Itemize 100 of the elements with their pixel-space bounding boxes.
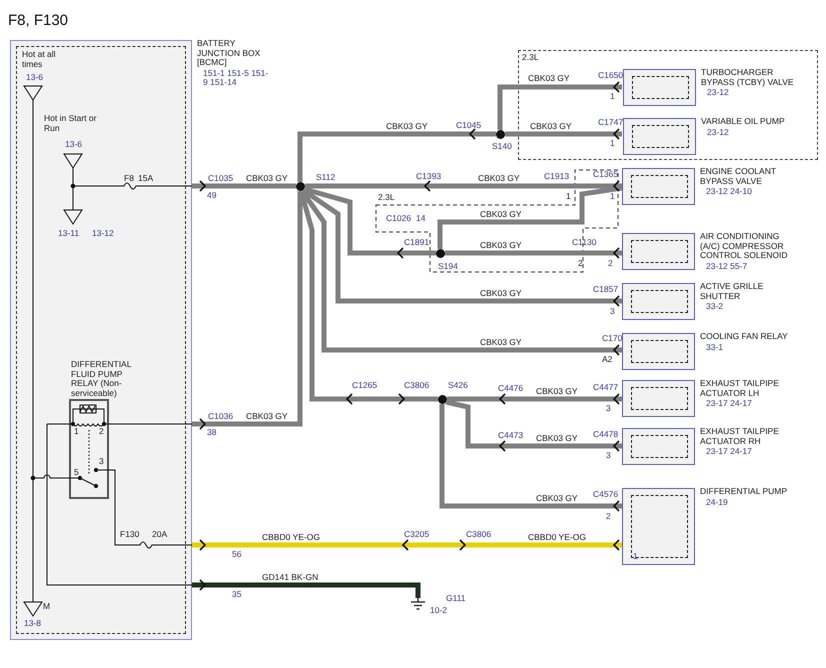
ground-symbol (410, 598, 426, 610)
note-text: Hot at all times (22, 50, 57, 69)
reference-number: 23-12 55-7 (705, 262, 748, 271)
reference-number: 24-19 (705, 498, 729, 507)
pin-number: 35 (232, 590, 242, 600)
reference-number: 23-12 24-10 (705, 187, 753, 196)
wire (192, 184, 296, 188)
connector-id: C1130 (572, 238, 596, 248)
wire-label: CBK03 GY (536, 387, 578, 396)
pin-number: 2 (99, 427, 104, 436)
component-name: ENGINE COOLANT BYPASS VALVE (700, 167, 777, 186)
connector-id: C4576 (593, 490, 618, 500)
pin-number: 5 (74, 468, 79, 478)
wire-label: CBK03 GY (480, 241, 522, 250)
wire-label: GD141 BK-GN (262, 573, 318, 582)
splice-dot (436, 249, 445, 258)
connector-id: C1393 (416, 172, 442, 182)
reference-number: 23-12 (706, 88, 730, 98)
pin-number: 3 (99, 457, 104, 466)
connector-id: C1035 (208, 174, 234, 184)
wire (498, 84, 622, 130)
wire-label: CBK03 GY (246, 174, 288, 184)
pin-number: 14 (416, 214, 426, 224)
pin-number: 49 (207, 191, 216, 200)
option-region (518, 50, 818, 160)
connector-id: C4473 (498, 431, 524, 440)
wire-label: CBK03 GY (536, 434, 578, 444)
component-name: EXHAUST TAILPIPE ACTUATOR LH (700, 379, 780, 398)
splice-label: S112 (316, 173, 336, 182)
pin-number: 1 (610, 192, 615, 202)
wire (305, 180, 622, 192)
pin-number: 2 (578, 259, 583, 268)
fuse-label: F8 (124, 174, 134, 184)
reference-number: 13-8 (24, 619, 42, 628)
connector-id: C1026 (386, 214, 412, 224)
pin-number: 56 (232, 550, 242, 560)
connector-id: C1650 (598, 71, 624, 80)
connector-id: C1265 (352, 381, 378, 390)
ground-label: G111 (446, 594, 466, 604)
component-name: AIR CONDITIONING (A/C) COMPRESSOR CONTROL SOLENOID (700, 232, 789, 260)
wire (303, 186, 436, 259)
wire (440, 404, 622, 508)
wire (192, 539, 622, 551)
connector-id: C1913 (544, 172, 570, 182)
fuse-rating: 15A (138, 174, 154, 184)
wire (438, 186, 622, 249)
component-name: TURBOCHARGER BYPASS (TCBY) VALVE (701, 68, 795, 87)
pin-number: A2 (602, 355, 612, 364)
wire (192, 191, 302, 426)
pin-number: 3 (610, 307, 615, 316)
wire-label: CBK03 GY (386, 122, 428, 132)
wire-label: CBK03 GY (480, 338, 522, 348)
pin-number: 1 (566, 192, 571, 202)
connector-id: C1747 (598, 118, 624, 128)
reference-number: 13-6 (26, 73, 44, 82)
reference-number: 151-1 151-5 151-9 151-14 (202, 68, 269, 88)
connector-id: C4476 (498, 384, 524, 394)
option-label: 2.3L (378, 193, 395, 202)
wire-label: CBBD0 YE-OG (528, 533, 586, 542)
reference-number: 13-12 (92, 229, 114, 238)
component-name: DIFFERENTIAL FLUID PUMP RELAY (Non-serviceable) (71, 360, 132, 398)
reference-number: 23-12 (706, 128, 730, 137)
reference-number: 13-6 (65, 140, 82, 150)
diagram-title: F8, F130 (8, 12, 68, 29)
wire-label: CBK03 GY (478, 174, 520, 184)
connector-id: C170 (602, 334, 622, 344)
wire (505, 132, 622, 136)
ground-label: 10-2 (430, 606, 448, 616)
pin-number: 1 (633, 552, 638, 562)
component-name: EXHAUST TAILPIPE ACTUATOR RH (700, 427, 780, 446)
reference-number: 23-17 24-17 (705, 447, 753, 456)
wire-label: CBK03 GY (246, 412, 288, 422)
connector-id: C4477 (593, 383, 618, 392)
splice-dot (296, 182, 305, 191)
pin-number: 38 (207, 428, 216, 438)
connector-id: C1036 (208, 412, 234, 422)
splice-dot (438, 395, 447, 404)
pin-number: 1 (610, 139, 615, 148)
fuse-rating: 20A (152, 530, 168, 540)
terminal-letter: M (43, 602, 50, 612)
wire-label: CBK03 GY (480, 289, 522, 298)
wire-label: CBK03 GY (530, 122, 572, 132)
wire-label: CBBD0 YE-OG (262, 533, 320, 542)
note-text: Hot in Start or Run (44, 114, 98, 133)
connector-id: C3205 (404, 530, 430, 540)
pin-number: 2 (606, 512, 611, 522)
wire-label: CBK03 GY (528, 74, 570, 84)
wire-label: CBK03 GY (536, 494, 578, 504)
connector-id: C3806 (466, 530, 492, 540)
component-name: COOLING FAN RELAY (700, 332, 789, 342)
wire (445, 400, 622, 452)
fuse-label: F130 (120, 530, 140, 540)
pin-number: 3 (606, 451, 611, 460)
wire (298, 128, 496, 182)
option-label: 2.3L (522, 53, 539, 62)
pin-number: 2 (608, 259, 613, 268)
pin-number: 1 (610, 92, 615, 102)
reference-number: 13-11 (58, 229, 80, 238)
reference-number: 23-17 24-17 (705, 399, 753, 408)
component-name: DIFFERENTIAL PUMP (700, 487, 788, 496)
